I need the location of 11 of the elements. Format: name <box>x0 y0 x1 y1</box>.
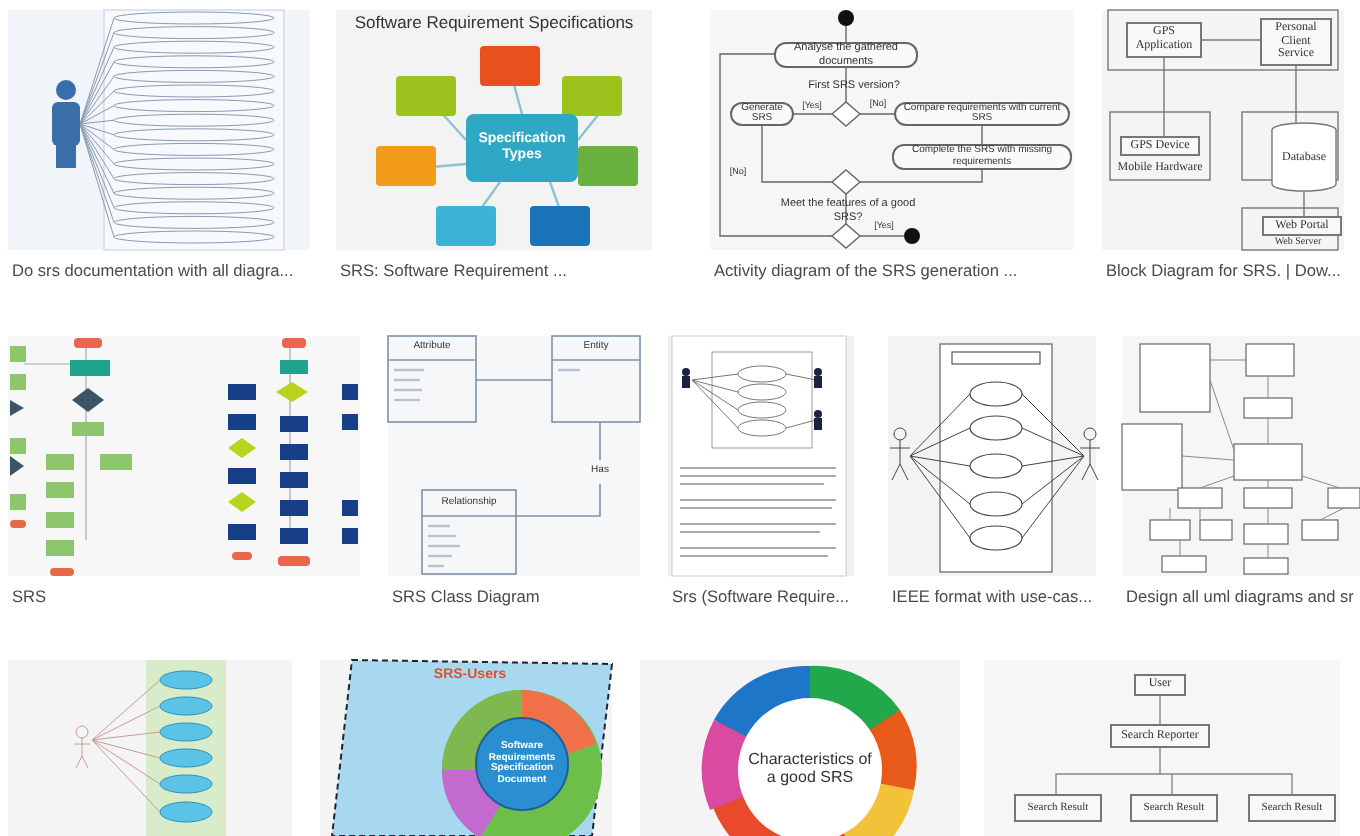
result-title: Block Diagram for SRS. | Dow... <box>1106 257 1343 284</box>
result-title: Do srs documentation with all diagra... <box>12 257 296 284</box>
result-title: IEEE format with use-cas... <box>892 583 1095 610</box>
result-title: Srs (Software Require... <box>672 583 852 610</box>
center-label: Characteristics of a good SRS <box>746 748 874 790</box>
heading-label: Software Requirement Specifications <box>352 10 636 36</box>
result-title: SRS <box>12 583 49 610</box>
result-title: SRS Class Diagram <box>392 583 542 610</box>
result-title: SRS: Software Requirement ... <box>340 257 569 284</box>
result-title: Activity diagram of the SRS generation ... <box>714 257 1020 284</box>
result-title: Design all uml diagrams and sr <box>1126 583 1356 610</box>
